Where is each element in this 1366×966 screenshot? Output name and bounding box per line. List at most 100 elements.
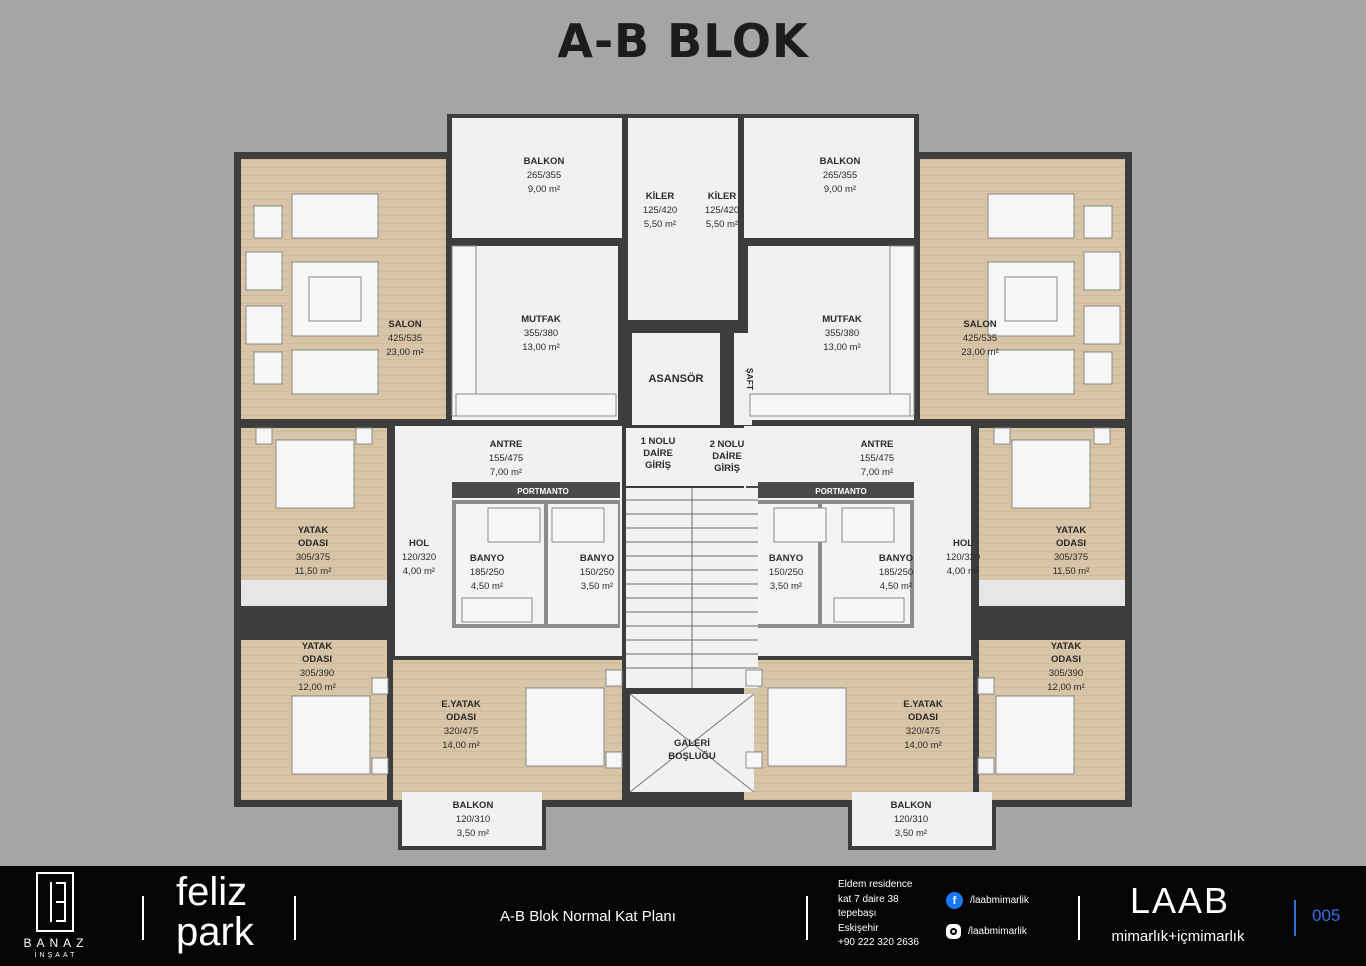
- divider: [142, 896, 144, 940]
- label-name: ODASI: [302, 654, 332, 665]
- label-name: E.YATAK: [441, 699, 481, 710]
- room-balkon-top-right: [744, 118, 914, 238]
- label-area: 7,00 m²: [861, 467, 893, 478]
- label-entry1: GİRİŞ: [645, 460, 671, 471]
- label-name: SALON: [963, 319, 996, 330]
- label-name: ODASI: [908, 712, 938, 723]
- label-name: SALON: [388, 319, 421, 330]
- label-dims: 150/250: [580, 567, 614, 578]
- label-area: 5,50 m²: [706, 219, 738, 230]
- divider: [1078, 896, 1080, 940]
- label-name: YATAK: [1056, 525, 1087, 536]
- label-dims: 155/475: [860, 453, 894, 464]
- label-name: BALKON: [453, 800, 494, 811]
- facebook-handle: /laabmimarlik: [970, 895, 1029, 906]
- brand-subtitle: İNŞAAT: [34, 952, 78, 959]
- label-name: MUTFAK: [521, 314, 561, 325]
- label-name: BANYO: [580, 553, 614, 564]
- label-area: 14,00 m²: [442, 740, 480, 751]
- divider: [294, 896, 296, 940]
- instagram-icon: [946, 924, 961, 939]
- label-name: YATAK: [298, 525, 329, 536]
- label-dims: 355/380: [524, 328, 558, 339]
- label-area: 7,00 m²: [490, 467, 522, 478]
- label-name: HOL: [409, 538, 429, 549]
- saft: [734, 333, 752, 425]
- label-area: 5,50 m²: [644, 219, 676, 230]
- address: Eldem residence kat 7 daire 38 tepebaşı …: [838, 878, 919, 951]
- closet-left: [241, 580, 387, 606]
- landing: [626, 428, 758, 486]
- label-dims: 265/355: [527, 170, 561, 181]
- page-title: A-B BLOK: [557, 14, 809, 68]
- instagram-link[interactable]: /laabmimarlik: [946, 924, 1027, 939]
- labels-right: BALKON 265/355 9,00 m² KİLER 125/420 5,5…: [705, 156, 1090, 839]
- label-area: 4,50 m²: [471, 581, 503, 592]
- label-name: ANTRE: [861, 439, 894, 450]
- label-dims: 265/355: [823, 170, 857, 181]
- facebook-icon: f: [946, 892, 963, 909]
- floor-plan: BALKON 265/355 9,00 m² KİLER 125/420 5,5…: [234, 114, 1132, 850]
- label-area: 4,00 m²: [947, 566, 979, 577]
- label-area: 4,50 m²: [880, 581, 912, 592]
- label-area: 14,00 m²: [904, 740, 942, 751]
- address-line: kat 7 daire 38: [838, 893, 899, 905]
- label-area: 13,00 m²: [823, 342, 861, 353]
- label-area: 23,00 m²: [386, 347, 424, 358]
- label-area: 9,00 m²: [824, 184, 856, 195]
- label-name: HOL: [953, 538, 973, 549]
- label-area: 9,00 m²: [528, 184, 560, 195]
- label-name: ANTRE: [490, 439, 523, 450]
- portmanto-left: [452, 482, 620, 498]
- elevator: [632, 333, 720, 425]
- label-portmanto: PORTMANTO: [815, 487, 866, 496]
- label-area: 3,50 m²: [895, 828, 927, 839]
- label-dims: 125/420: [705, 205, 739, 216]
- label-area: 11,50 m²: [1053, 566, 1090, 577]
- label-entry2: DAİRE: [712, 451, 742, 462]
- firm-subtitle: mimarlık+içmimarlık: [1111, 928, 1245, 945]
- label-dims: 185/250: [470, 567, 504, 578]
- room-balkon-bottom-left: [402, 792, 542, 846]
- label-portmanto: PORTMANTO: [517, 487, 568, 496]
- label-dims: 425/535: [388, 333, 422, 344]
- label-area: 3,50 m²: [770, 581, 802, 592]
- label-name: ODASI: [446, 712, 476, 723]
- portmanto-right: [746, 482, 914, 498]
- label-name: E.YATAK: [903, 699, 943, 710]
- stair-steps: [626, 488, 758, 688]
- label-name: YATAK: [1051, 641, 1082, 652]
- label-dims: 125/420: [643, 205, 677, 216]
- label-dims: 320/475: [444, 726, 478, 737]
- label-dims: 305/390: [1049, 668, 1083, 679]
- label-area: 3,50 m²: [581, 581, 613, 592]
- firm-name: LAAB: [1129, 880, 1231, 921]
- label-name: BANYO: [769, 553, 803, 564]
- divider: [806, 896, 808, 940]
- footer: BANAZ İNŞAAT feliz park A-B Blok Normal …: [0, 866, 1366, 966]
- address-line: Eldem residence: [838, 879, 913, 890]
- address-line: tepebaşı: [838, 908, 877, 919]
- room-balkon-bottom-right: [852, 792, 992, 846]
- labels-core: ASANSÖR ŞAFT 1 NOLU DAİRE GİRİŞ 2 NOLU D…: [641, 368, 755, 762]
- label-name: YATAK: [302, 641, 333, 652]
- label-name: ODASI: [1056, 538, 1086, 549]
- divider: [1294, 900, 1296, 936]
- room-mutfak-right: [748, 246, 914, 420]
- project-name-line1: feliz: [176, 870, 248, 914]
- label-saft: ŞAFT: [745, 368, 755, 391]
- label-name: BANYO: [470, 553, 504, 564]
- label-name: MUTFAK: [822, 314, 862, 325]
- label-dims: 305/375: [1054, 552, 1088, 563]
- label-dims: 120/310: [456, 814, 490, 825]
- label-area: 11,50 m²: [295, 566, 332, 577]
- address-line: +90 222 320 2636: [838, 937, 919, 948]
- label-name: BALKON: [891, 800, 932, 811]
- label-dims: 185/250: [879, 567, 913, 578]
- brand-name: BANAZ: [23, 936, 89, 950]
- label-dims: 120/320: [402, 552, 436, 563]
- label-entry2: 2 NOLU: [710, 439, 745, 450]
- facebook-link[interactable]: f /laabmimarlik: [946, 892, 1029, 909]
- address-line: Eskişehir: [838, 922, 879, 934]
- label-dims: 120/310: [894, 814, 928, 825]
